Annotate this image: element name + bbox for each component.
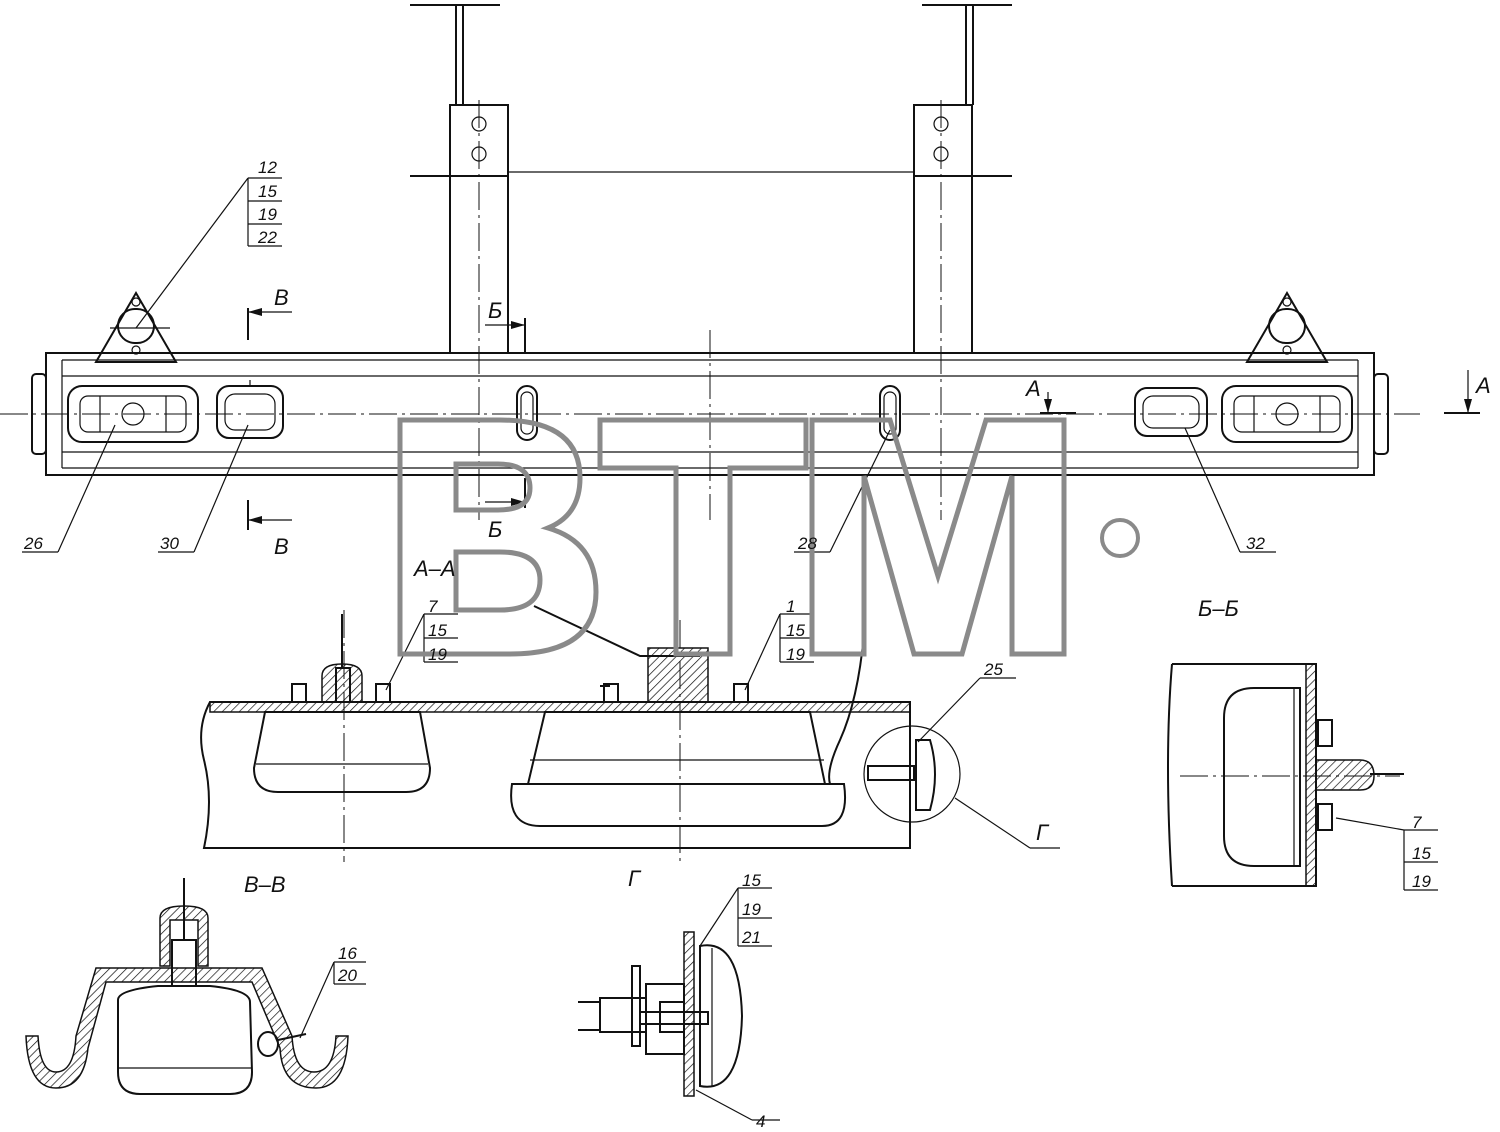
- callout-28: 28: [797, 534, 817, 553]
- slot-left: [516, 385, 538, 441]
- callout-vv-16: 16: [338, 944, 357, 963]
- marker-b-bottom: Б: [488, 517, 502, 542]
- marker-v-top: В: [274, 285, 289, 310]
- callout-32: 32: [1246, 534, 1265, 553]
- marker-a-right: А: [1474, 373, 1491, 398]
- leader-12: [135, 177, 249, 329]
- callout-aa-15b: 15: [786, 621, 805, 640]
- bumper-beam: [0, 330, 1420, 520]
- callout-bb-19: 19: [1412, 872, 1431, 891]
- callout-g-19: 19: [742, 900, 761, 919]
- callout-aa-19a: 19: [428, 645, 447, 664]
- lamp-small-right: [1134, 387, 1208, 437]
- section-marker-a: [1040, 370, 1480, 414]
- reflector-triangle-left: [94, 291, 178, 363]
- callout-g-4: 4: [756, 1112, 765, 1131]
- callout-aa-1: 1: [786, 597, 795, 616]
- mounting-post-right: [913, 4, 1012, 354]
- callout-bb-7: 7: [1412, 813, 1422, 832]
- marker-b-top: Б: [488, 298, 502, 323]
- section-marker-v: [247, 308, 292, 530]
- callout-19: 19: [258, 205, 277, 224]
- lamp-left: [67, 385, 199, 443]
- callout-aa-7: 7: [428, 597, 438, 616]
- reflector-triangle-right: [1245, 291, 1329, 363]
- lamp-small-left: [216, 380, 284, 439]
- labels: 12 15 19 22 26 30 28 32 В В Б Б А А А–А …: [23, 158, 1491, 1131]
- callout-aa-19b: 19: [786, 645, 805, 664]
- callout-12: 12: [258, 158, 277, 177]
- leader-26: [57, 424, 116, 553]
- section-marker-b: [485, 318, 526, 508]
- callout-g-15: 15: [742, 871, 761, 890]
- leader-32: [1184, 427, 1241, 553]
- marker-a-mid: А: [1024, 376, 1041, 401]
- callout-aa-25: 25: [983, 660, 1003, 679]
- callout-aa-15a: 15: [428, 621, 447, 640]
- section-title-aa: А–А: [412, 556, 456, 581]
- section-title-bb: Б–Б: [1198, 596, 1239, 621]
- callout-g-21: 21: [741, 928, 761, 947]
- section-vv-view: [25, 878, 366, 1095]
- lamp-right: [1221, 385, 1353, 443]
- section-title-vv: В–В: [244, 872, 286, 897]
- marker-v-bottom: В: [274, 534, 289, 559]
- callout-26: 26: [23, 534, 43, 553]
- main-view: [0, 4, 1480, 553]
- section-aa-view: [200, 605, 1060, 862]
- section-title-g: Г: [628, 866, 642, 891]
- marker-g-callout: Г: [1036, 820, 1050, 845]
- btm-watermark-logo: [397, 417, 1140, 657]
- section-bb-view: [1167, 663, 1438, 891]
- callout-22: 22: [257, 228, 277, 247]
- callout-bb-15: 15: [1412, 844, 1431, 863]
- detail-g-view: [578, 887, 780, 1121]
- callout-15: 15: [258, 182, 277, 201]
- callout-vv-20: 20: [337, 966, 357, 985]
- leader-28: [829, 429, 891, 553]
- leader-30: [193, 424, 249, 553]
- callout-30: 30: [160, 534, 179, 553]
- slot-right: [879, 385, 901, 441]
